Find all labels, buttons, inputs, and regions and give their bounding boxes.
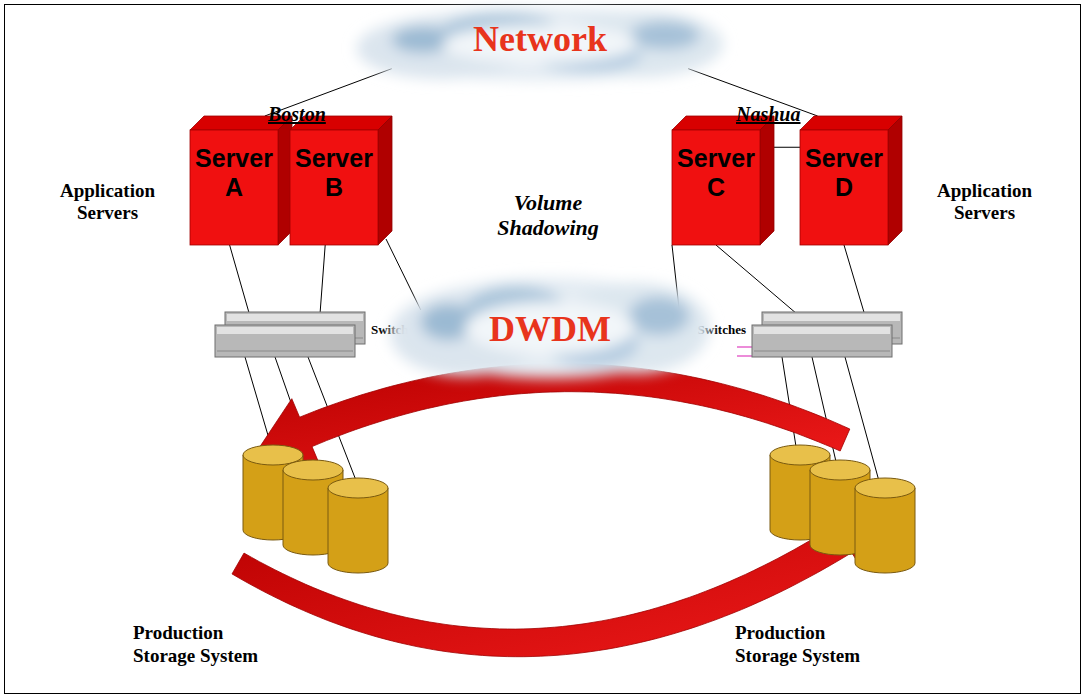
replication-arrow: [254, 364, 850, 466]
server-label: Server C: [672, 130, 760, 202]
replication-label: Volume Shadowing: [468, 190, 628, 241]
server-side: [888, 116, 902, 245]
storage-label: Production Storage System: [133, 622, 283, 668]
storage-shape: [765, 440, 925, 570]
pink-wire: [737, 355, 752, 356]
switch-shape: [215, 312, 365, 357]
switch-shape: [752, 312, 902, 357]
switch-highlight: [754, 327, 890, 334]
server-side: [378, 116, 392, 245]
server-top: [800, 116, 902, 130]
storage-node: Production Storage System: [765, 440, 925, 570]
switch-highlight: [764, 314, 900, 321]
switch-unit: [752, 325, 892, 357]
disk-cylinder: [855, 478, 915, 573]
switch-line: [754, 351, 890, 352]
switch-line: [217, 351, 353, 352]
cloud-node: DWDM: [380, 268, 720, 388]
switch-highlight: [217, 327, 353, 334]
disk-cylinder: [328, 478, 388, 573]
cloud-label: DWDM: [380, 308, 720, 350]
switch-highlight: [227, 314, 363, 321]
storage-node: Production Storage System: [238, 440, 398, 570]
link-line: [386, 239, 421, 310]
group-label: Application Servers: [922, 180, 1047, 224]
site-label: Nashua: [736, 103, 800, 126]
server-node: Server D: [800, 130, 888, 245]
switch-node: Switches: [752, 312, 902, 357]
storage-shape: [238, 440, 398, 570]
link-line: [844, 245, 865, 314]
pink-wire: [737, 346, 752, 347]
server-node: Server C: [672, 130, 760, 245]
link-line: [716, 245, 797, 314]
link-line: [320, 245, 325, 314]
server-node: Server A: [190, 130, 278, 245]
switch-node: Switches: [215, 312, 365, 357]
site-label: Boston: [268, 103, 326, 126]
server-front: [800, 130, 888, 245]
server-front: [190, 130, 278, 245]
storage-label: Production Storage System: [735, 622, 885, 668]
link-line: [774, 147, 800, 148]
server-label: Server A: [190, 130, 278, 202]
cloud-label: Network: [345, 18, 735, 60]
server-front: [290, 130, 378, 245]
server-label: Server D: [800, 130, 888, 202]
server-node: Server B: [290, 130, 378, 245]
server-label: Server B: [290, 130, 378, 202]
switch-unit: [215, 325, 355, 357]
cloud-node: Network: [345, 0, 735, 88]
server-front: [672, 130, 760, 245]
group-label: Application Servers: [45, 180, 170, 224]
server-side: [760, 116, 774, 245]
